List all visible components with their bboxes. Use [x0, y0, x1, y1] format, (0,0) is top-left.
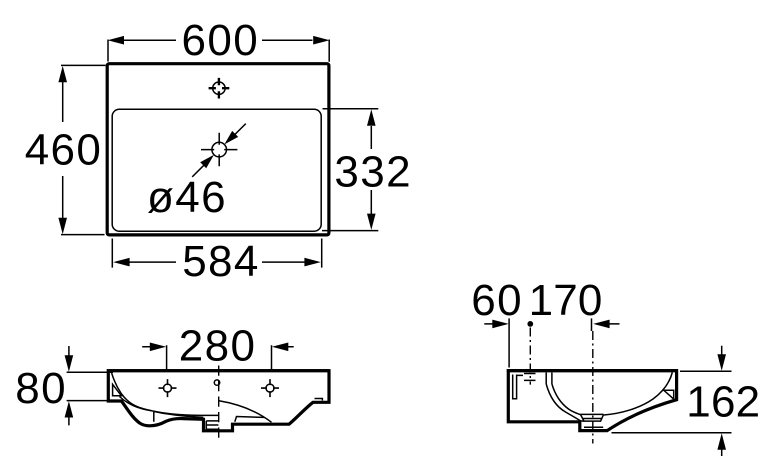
svg-text:460: 460	[25, 125, 103, 174]
svg-text:162: 162	[686, 378, 760, 427]
svg-text:170: 170	[529, 276, 603, 325]
svg-text:332: 332	[334, 147, 412, 196]
svg-text:80: 80	[15, 364, 67, 413]
svg-text:280: 280	[179, 322, 257, 371]
svg-text:584: 584	[182, 237, 260, 286]
svg-text:ø46: ø46	[147, 173, 227, 222]
svg-text:600: 600	[181, 16, 259, 65]
svg-text:60: 60	[471, 276, 523, 325]
